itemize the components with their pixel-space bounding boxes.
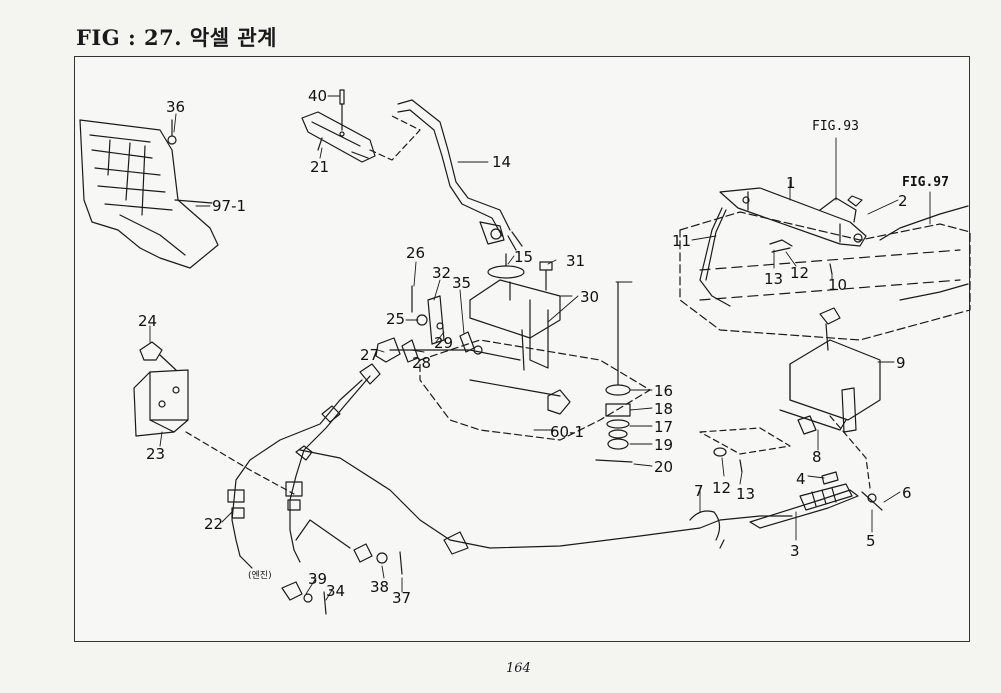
spring-stack-16-20 [595,281,633,463]
throttle-cables [227,375,793,557]
callout-4: 4 [796,470,806,488]
diagram-frame [74,56,970,642]
callout-37: 36 [166,98,185,116]
ref-fig97: FIG.97 [902,175,949,190]
callout-14: 14 [492,153,511,171]
callout-60-1: 60-1 [550,423,584,441]
callout-leaders [149,95,931,601]
callout-11: 11 [672,232,691,250]
page-number: 164 [506,661,531,676]
callout-36: 37 [392,589,411,607]
callout-21: 21 [310,158,329,176]
callout-12-upper: 12 [790,264,809,282]
callout-25: 25 [386,310,405,328]
callout-23: 23 [146,445,165,463]
pedal-pad-21 [301,89,421,163]
callout-numbers: 36 97-1 40 21 14 15 31 30 26 32 35 25 29… [138,87,949,607]
callout-19: 19 [654,436,673,454]
callout-1: 1 [786,174,796,192]
page-title: FIG : 27. 악셀 관계 [76,25,277,50]
callout-24: 24 [138,312,157,330]
engine-bracket-23 [133,341,295,495]
callout-3: 3 [790,542,800,560]
engine-note: (엔진) [248,570,272,581]
callout-6: 6 [902,484,912,502]
callout-32: 32 [432,264,451,282]
callout-8: 8 [812,448,822,466]
callout-9: 9 [896,354,906,372]
callout-26: 26 [406,244,425,262]
callout-18: 18 [654,400,673,418]
callout-29: 29 [434,334,453,352]
callout-5: 5 [866,532,876,550]
callout-10: 10 [828,276,847,294]
callout-31: 31 [566,252,585,270]
callout-13-lower: 13 [736,485,755,503]
callout-35: 35 [452,274,471,292]
callout-97-1: 97-1 [212,197,246,215]
callout-2: 2 [898,192,908,210]
cable-end-hardware [239,519,403,615]
pedal-bracket-30 [419,253,651,441]
callout-22: 22 [204,515,223,533]
callout-13-upper: 13 [764,270,783,288]
callout-39: 39 [308,570,327,588]
pedal-arm-14 [397,99,523,251]
callout-40: 40 [308,87,327,105]
accel-rod-assembly [679,187,971,351]
callout-30: 30 [580,288,599,306]
callout-27: 27 [360,346,379,364]
callout-16: 16 [654,382,673,400]
callout-20: 20 [654,458,673,476]
dashboard-panel-97-1 [79,119,219,269]
callout-34: 34 [326,582,345,600]
callout-12-lower: 12 [712,479,731,497]
callout-15: 15 [514,248,533,266]
callout-7: 7 [694,482,704,500]
callout-38: 38 [370,578,389,596]
callout-17: 17 [654,418,673,436]
ref-fig93: FIG.93 [812,119,859,134]
callout-28: 28 [412,354,431,372]
throttle-arm-assembly [699,339,883,529]
